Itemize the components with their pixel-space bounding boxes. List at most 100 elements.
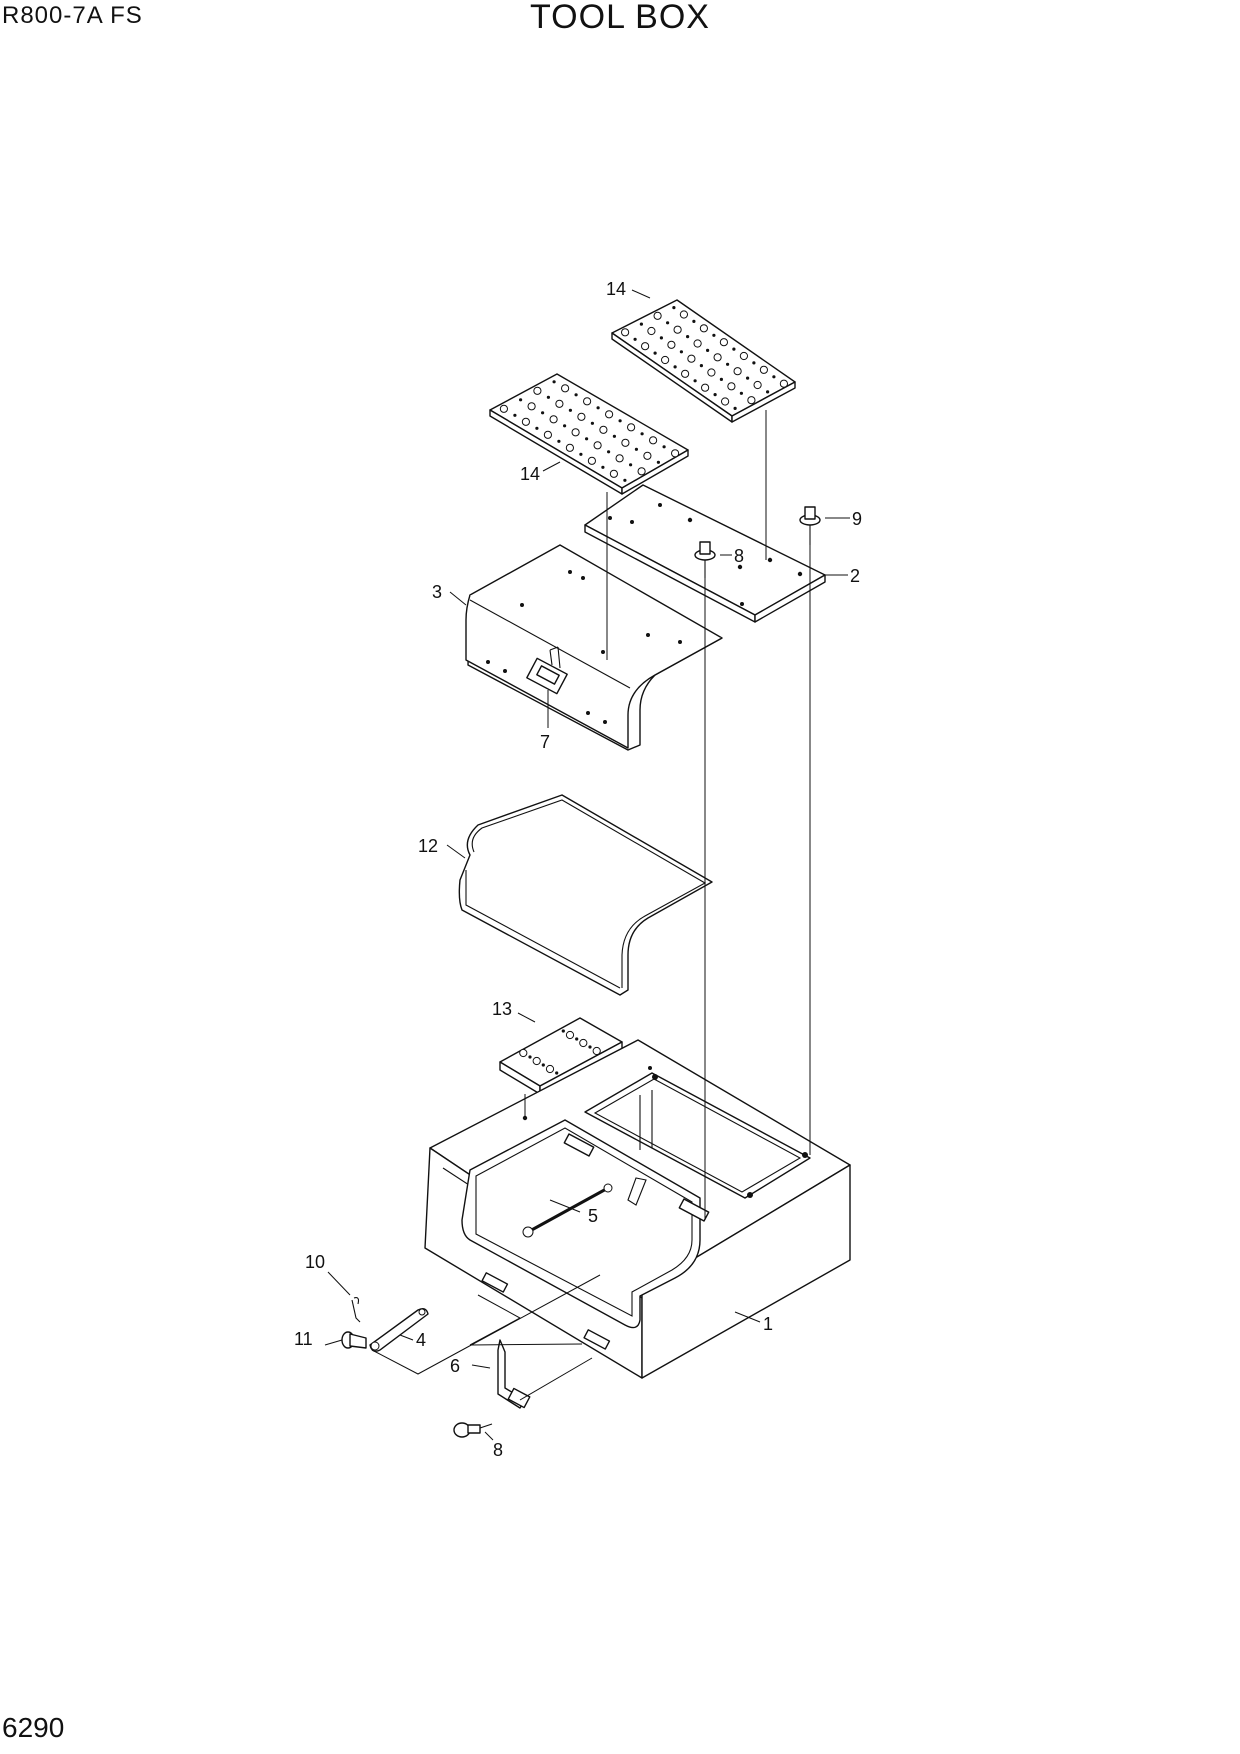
callout-10: 10: [305, 1252, 325, 1272]
perforation-hole: [713, 393, 717, 397]
perforation-hole: [706, 348, 710, 352]
perforation-hole: [621, 328, 630, 337]
perforation-hole: [601, 465, 605, 469]
seal-gasket: [458, 794, 713, 996]
pin-11: [341, 1331, 367, 1349]
perforation-hole: [590, 421, 595, 425]
perforation-hole: [565, 443, 575, 452]
perforation-hole: [623, 478, 627, 482]
perforation-hole: [701, 383, 710, 392]
perforation-hole: [546, 395, 551, 399]
callout-9: 9: [852, 509, 862, 529]
perforation-hole: [574, 393, 578, 397]
perforation-hole: [647, 326, 656, 336]
callout-14-upper: 14: [606, 279, 626, 299]
perforation-hole: [746, 376, 750, 380]
perforation-hole: [541, 1063, 545, 1067]
perforation-hole: [727, 382, 736, 391]
perforation-hole: [643, 451, 652, 460]
perforation-hole: [521, 417, 531, 426]
perforation-hole: [692, 319, 696, 323]
perforation-hole: [699, 324, 709, 333]
perforation-hole: [699, 364, 704, 368]
perforation-hole: [519, 1048, 528, 1058]
perforation-hole: [532, 1056, 541, 1066]
perforation-hole: [555, 1071, 559, 1075]
perforation-hole: [662, 445, 666, 449]
perforation-hole: [513, 413, 517, 417]
perforation-hole: [719, 377, 724, 381]
perforation-hole: [659, 336, 664, 340]
perforation-hole: [766, 390, 770, 394]
perforation-hole: [732, 347, 736, 351]
perforation-hole: [579, 1038, 588, 1048]
lock-lever: [369, 1307, 429, 1352]
perforation-hole: [712, 333, 716, 337]
bolt-8-upper: [694, 541, 716, 578]
perforation-hole: [733, 367, 742, 376]
split-pin-10: [351, 1297, 361, 1323]
callout-14-lower: 14: [520, 464, 540, 484]
perforation-hole: [519, 398, 523, 402]
perforation-hole: [563, 424, 567, 428]
perforation-hole: [585, 437, 589, 441]
callout-13: 13: [492, 999, 512, 1019]
perforation-hole: [653, 311, 662, 320]
perforation-hole: [752, 361, 756, 365]
model-label: R800-7A FS: [2, 2, 143, 29]
page-number: 6290: [2, 1712, 65, 1743]
perforation-hole: [649, 436, 658, 445]
perforation-hole: [535, 426, 539, 430]
perforation-hole: [713, 353, 722, 362]
perforation-hole: [605, 410, 614, 419]
perforation-hole: [612, 434, 617, 438]
perforation-hole: [618, 419, 622, 423]
perforation-hole: [579, 452, 583, 456]
callout-7: 7: [540, 732, 550, 752]
perforation-hole: [753, 380, 762, 390]
perforation-hole: [759, 365, 769, 374]
perforation-hole: [693, 339, 702, 348]
perforation-hole: [726, 362, 730, 366]
perforation-hole: [672, 306, 676, 310]
perforation-hole: [739, 391, 744, 395]
perforation-hole: [621, 438, 630, 447]
tool-box-lid: [465, 544, 723, 751]
callout-2: 2: [850, 566, 860, 586]
perforation-hole: [633, 337, 637, 341]
perforation-hole: [721, 397, 730, 406]
perforation-hole: [599, 425, 608, 434]
perforation-hole: [607, 450, 611, 454]
bolt-9: [799, 506, 821, 545]
gas-spring: [522, 1177, 647, 1238]
perforation-hole: [543, 430, 553, 439]
callout-11: 11: [294, 1329, 313, 1349]
perforation-hole: [555, 399, 564, 408]
perforation-hole: [681, 369, 690, 378]
perforation-hole: [552, 380, 556, 384]
perforation-hole: [571, 428, 580, 437]
assembly-lines: [371, 410, 811, 1401]
perforation-hole: [639, 322, 644, 326]
perforation-hole: [661, 355, 670, 365]
callout-4: 4: [416, 1330, 426, 1350]
perforation-hole: [666, 321, 670, 325]
perforation-hole: [739, 351, 749, 361]
perforation-hole: [640, 432, 644, 436]
callout-leaders: [324, 289, 850, 1441]
perforation-hole: [609, 469, 619, 478]
perforation-hole: [533, 386, 542, 395]
perforation-hole: [499, 404, 508, 413]
callout-8-lower: 8: [493, 1440, 503, 1460]
perforation-hole: [583, 397, 592, 406]
perforation-hole: [641, 342, 650, 351]
perforation-hole: [653, 351, 657, 355]
perforation-hole: [679, 350, 684, 354]
perforation-hole: [634, 447, 639, 451]
perforation-hole: [637, 467, 646, 476]
perforation-hole: [528, 1055, 532, 1059]
callout-8-upper: 8: [734, 546, 744, 566]
callout-3: 3: [432, 582, 442, 602]
callout-1: 1: [763, 1314, 773, 1334]
